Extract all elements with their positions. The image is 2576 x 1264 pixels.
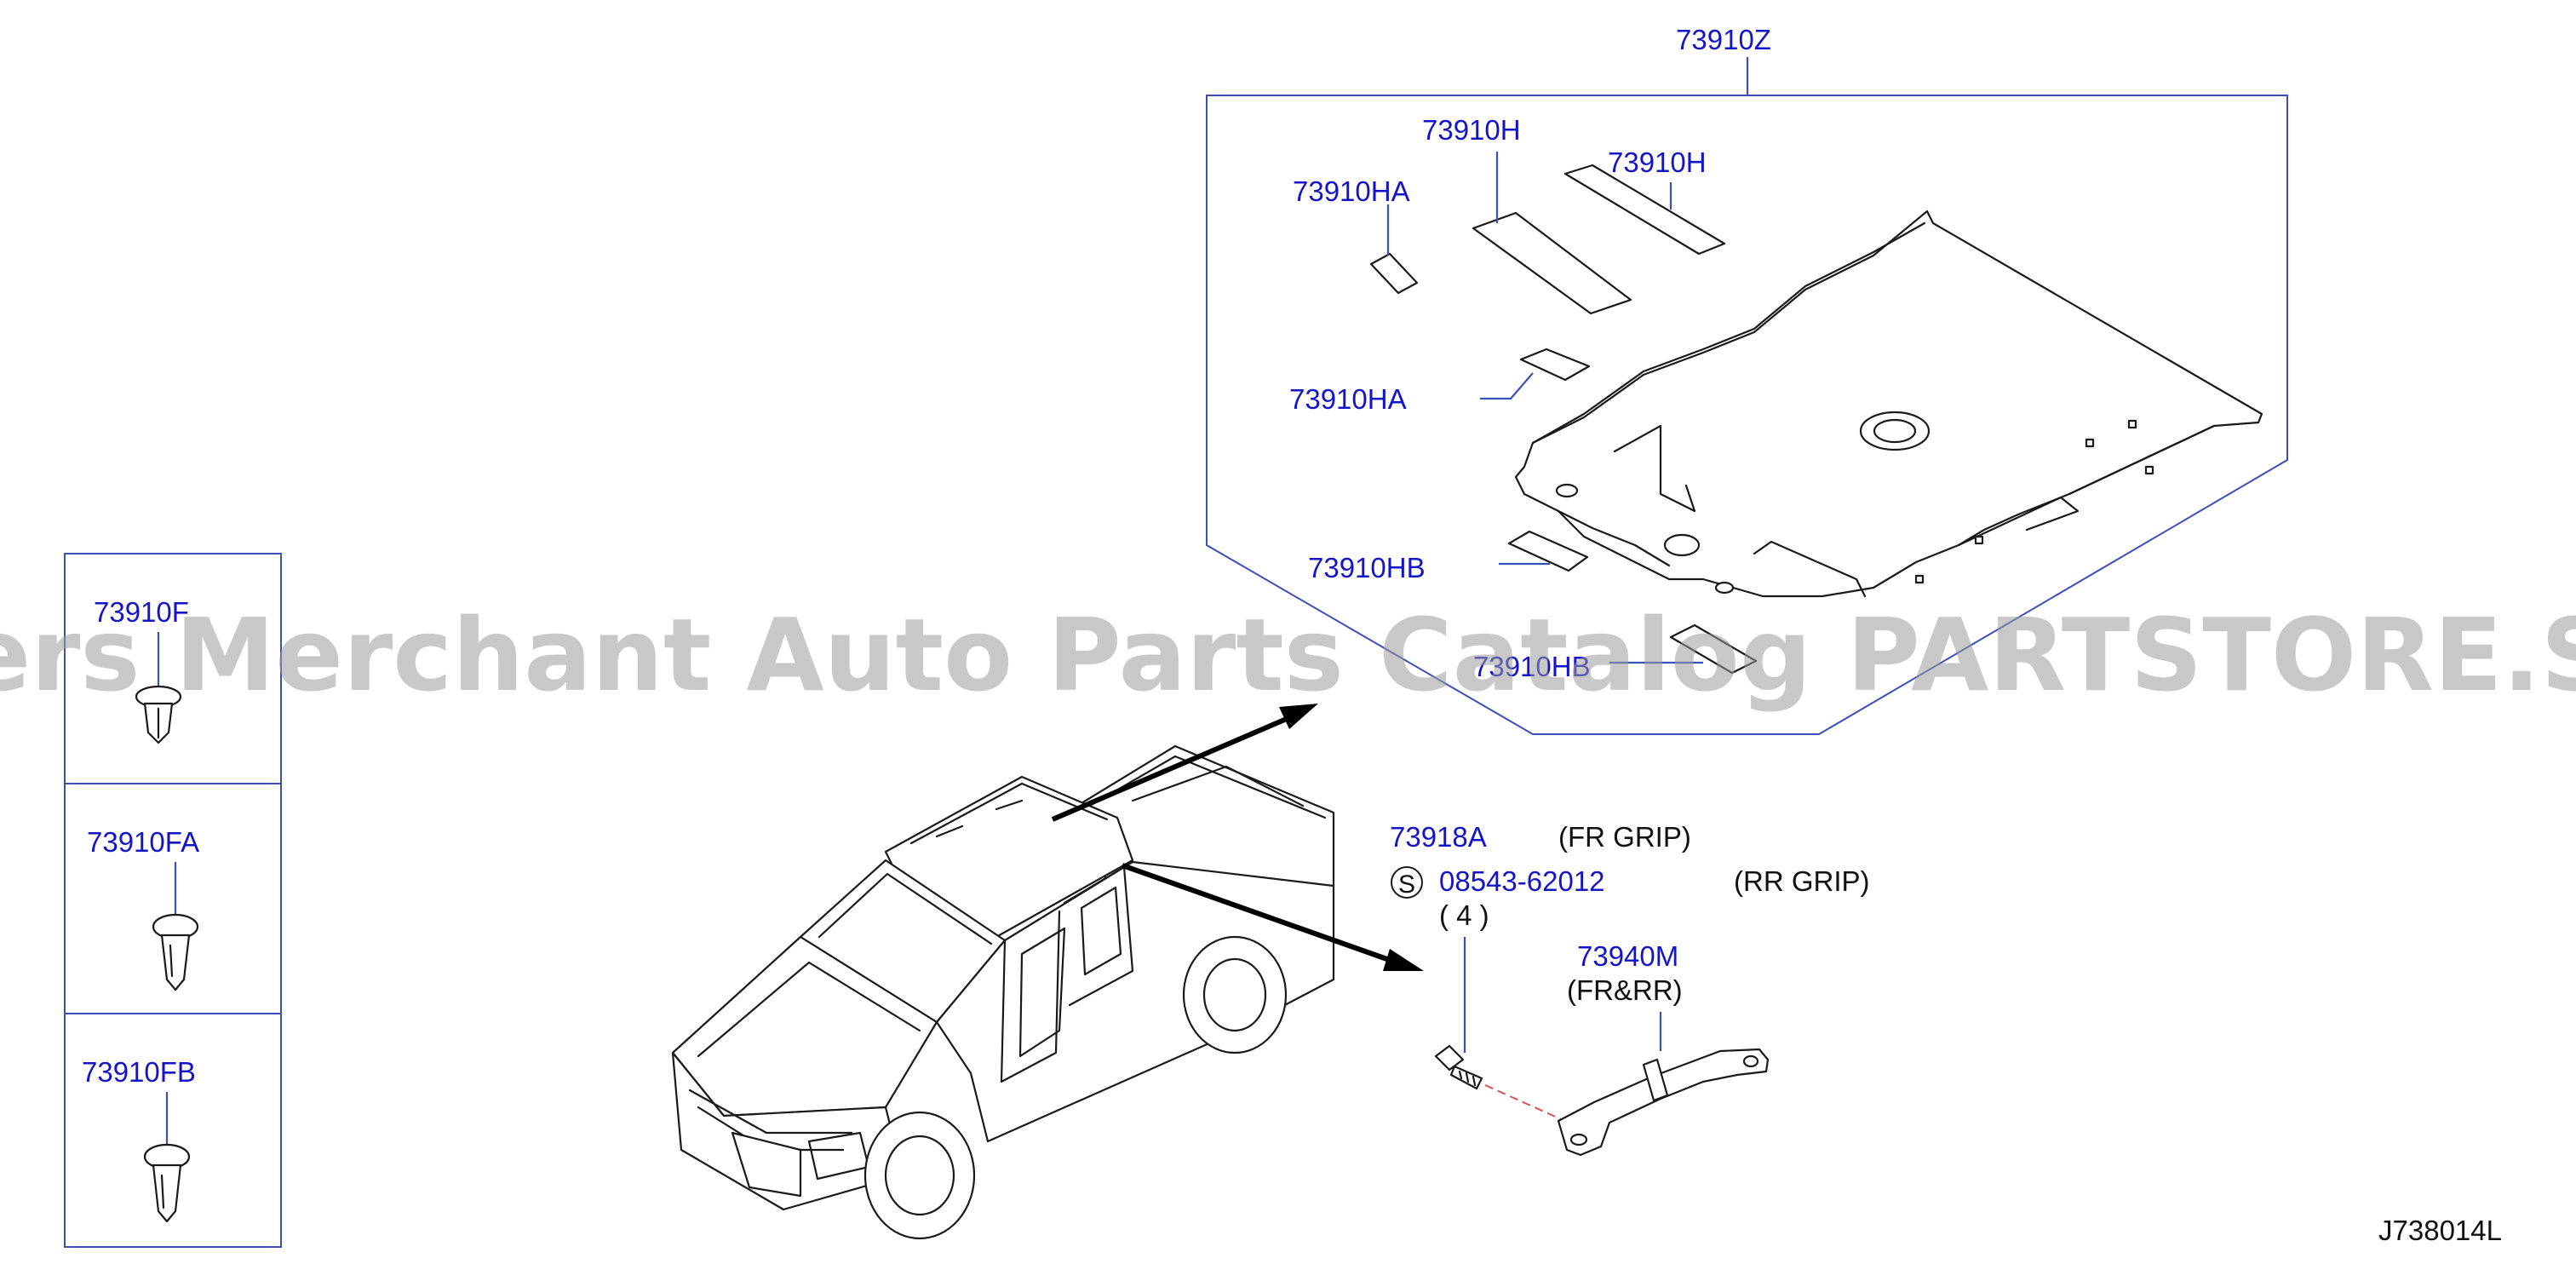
label-73910ha-1: 73910HA [1293, 175, 1410, 207]
pickup-truck-illustration [671, 744, 1335, 1240]
assist-grip-73940m [1557, 1048, 1770, 1157]
label-73918a: 73918A [1390, 821, 1487, 853]
pad-73910h-1 [1472, 211, 1632, 315]
label-73910hb-2: 73910HB [1473, 651, 1591, 682]
grip-callout: 73918A (FR GRIP) S 08543-62012 (RR GRIP)… [1390, 821, 1870, 1157]
arrow-to-grip [1121, 863, 1424, 971]
diagram-code: J738014L [2378, 1215, 2502, 1246]
screw-quantity: ( 4 ) [1439, 899, 1489, 931]
pad-73910ha-1 [1369, 252, 1419, 295]
watermark: Offers Merchant Auto Parts Catalog PARTS… [0, 596, 2576, 714]
clip-73910fb [143, 1143, 191, 1223]
rr-grip-note: (RR GRIP) [1734, 865, 1870, 897]
arrow-to-headliner [1051, 704, 1318, 822]
pad-73910hb-1 [1507, 530, 1589, 572]
clip-73910f [135, 685, 182, 744]
label-73910fa: 73910FA [87, 826, 199, 858]
label-73910h-1: 73910H [1422, 114, 1521, 146]
standard-part-s-icon [1391, 866, 1423, 899]
label-73910z: 73910Z [1676, 24, 1771, 55]
label-73910h-2: 73910H [1608, 147, 1707, 178]
s-symbol: S [1398, 870, 1415, 899]
label-08543-62012: 08543-62012 [1439, 865, 1605, 897]
fr-grip-note: (FR GRIP) [1558, 821, 1691, 853]
headliner-panel [1514, 210, 2263, 598]
clips-legend-box: 73910F 73910FA 73910FB [64, 553, 282, 1248]
label-73910f: 73910F [94, 596, 189, 628]
headliner-group: 73910Z 73910H 73910H 73910HA 73910HA 739… [1206, 24, 2288, 735]
assist-grip-note: (FR&RR) [1567, 974, 1683, 1006]
pad-73910h-2 [1563, 164, 1726, 256]
screw-08543-62012 [1434, 1044, 1483, 1090]
label-73940m: 73940M [1577, 940, 1678, 972]
clip-73910fa [152, 913, 199, 991]
label-73910fb: 73910FB [82, 1056, 196, 1088]
label-73910hb-1: 73910HB [1308, 552, 1426, 583]
headliner-frame [1206, 95, 2288, 735]
pad-73910ha-2 [1519, 348, 1591, 382]
pad-73910hb-2 [1669, 623, 1758, 675]
label-73910ha-2: 73910HA [1289, 383, 1407, 415]
